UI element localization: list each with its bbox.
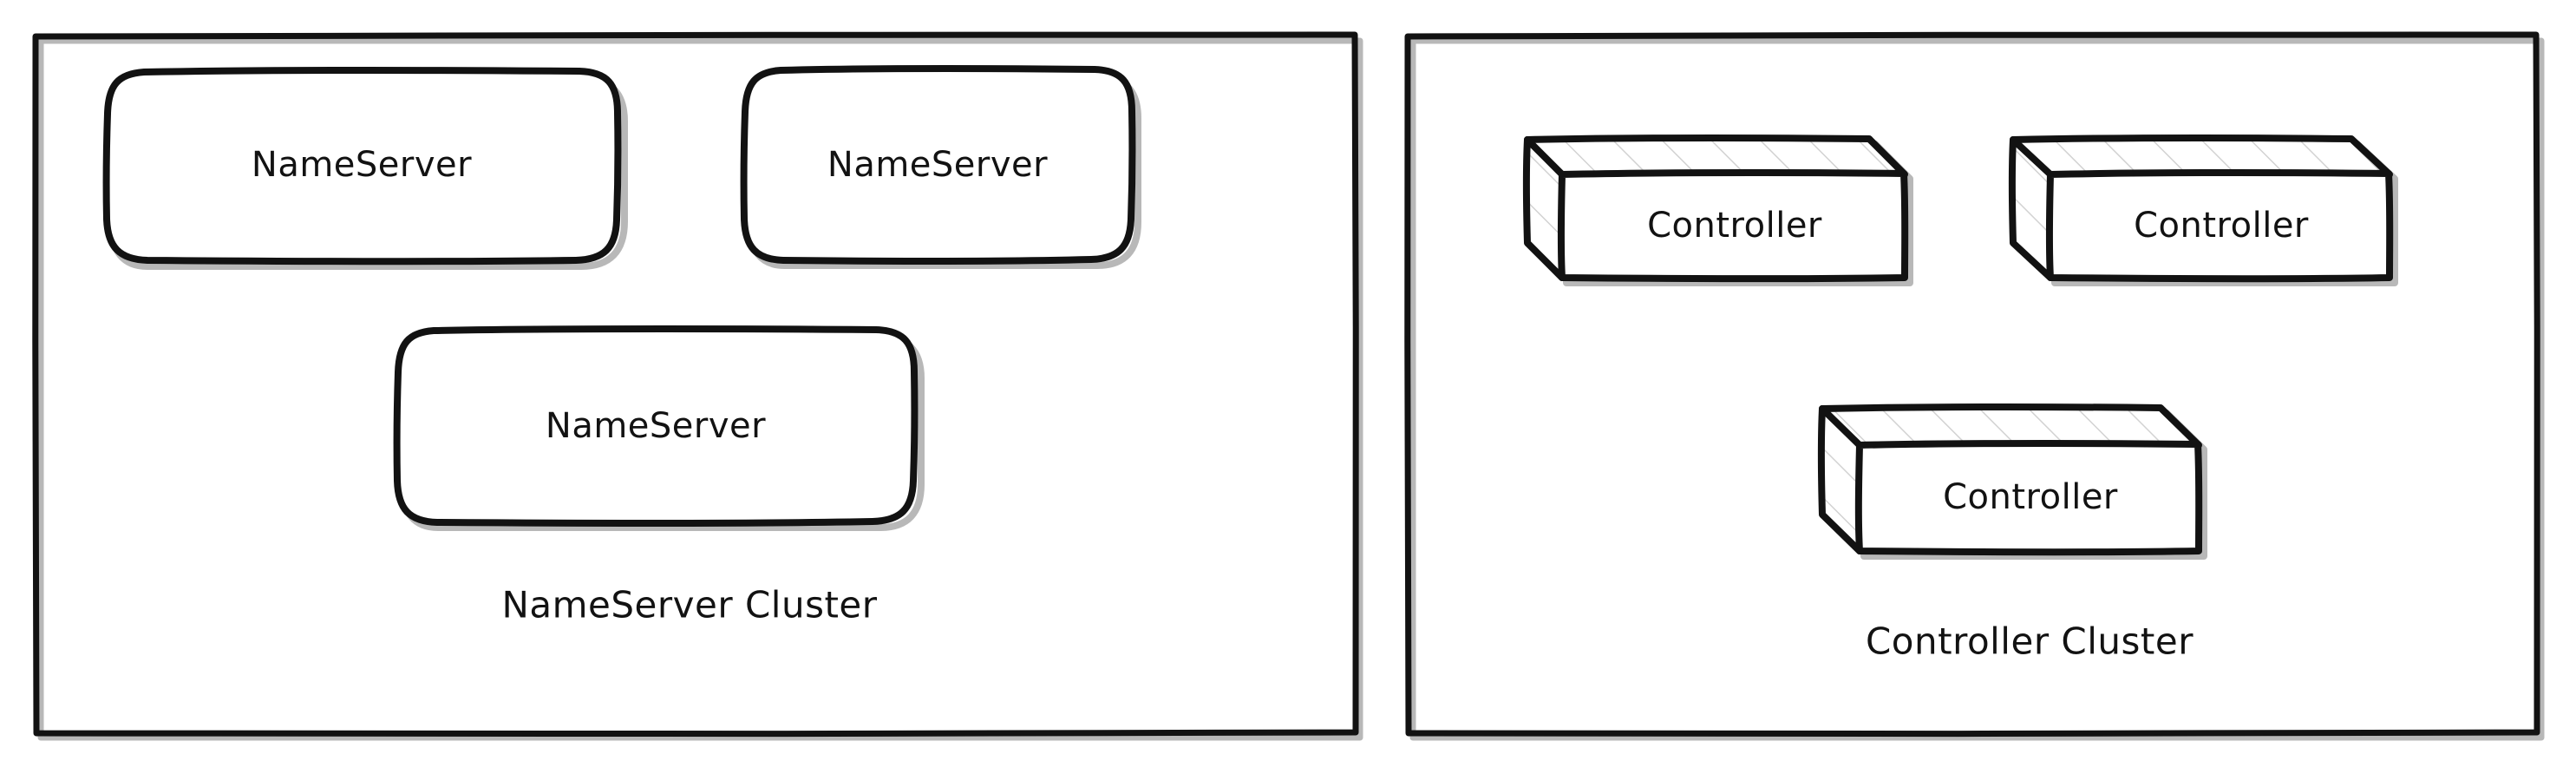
panel-outline — [1404, 31, 2540, 738]
panel-controller-cluster[interactable]: Controller Controller — [1404, 31, 2545, 741]
node-controller-1[interactable]: Controller — [1509, 121, 1925, 312]
node-nameserver-1[interactable]: NameServer — [102, 67, 628, 270]
cuboid-front-face — [1561, 174, 1905, 278]
panel-shadow — [1409, 37, 2545, 741]
cuboid-vertical-edge — [1819, 405, 1863, 449]
cuboid-top-hatch — [1821, 408, 2199, 444]
node-outline — [102, 67, 622, 266]
cuboid-front-outline — [2045, 169, 2394, 283]
cuboid-front-outline — [1854, 440, 2203, 556]
node-label: Controller — [1647, 206, 1822, 246]
cuboid-back-outline — [2010, 134, 2393, 178]
cuboid-front-outline — [1557, 169, 1909, 283]
cuboid-back-outline — [1524, 134, 1908, 178]
cuboid-left-back-edge — [1522, 136, 1566, 281]
node-label: NameServer — [546, 406, 766, 446]
panel-nameserver-cluster[interactable]: NameServer NameServer NameServer NameSer… — [32, 31, 1363, 741]
node-label: NameServer — [252, 145, 472, 185]
cuboid-front-face — [1859, 444, 2199, 551]
panel-outline — [32, 31, 1359, 738]
node-outline — [740, 65, 1136, 265]
panel-label-nameserver-cluster: NameServer Cluster — [501, 584, 877, 626]
node-controller-3[interactable]: Controller — [1804, 390, 2220, 581]
cuboid-vertical-edge — [2010, 136, 2054, 178]
panel-label-controller-cluster: Controller Cluster — [1866, 620, 2194, 663]
panel-shadow — [37, 37, 1363, 741]
cuboid-top-hatch — [1527, 139, 1905, 174]
cuboid-front-face — [2050, 174, 2390, 278]
node-label: Controller — [1943, 477, 2118, 517]
node-label: NameServer — [827, 145, 1048, 185]
node-controller-2[interactable]: Controller — [1995, 121, 2411, 312]
node-outline — [393, 325, 919, 527]
cuboid-left-back-edge — [1817, 405, 1863, 554]
node-label: Controller — [2134, 206, 2309, 246]
node-nameserver-3[interactable]: NameServer — [393, 325, 925, 531]
cuboid-back-outline — [1819, 403, 2202, 449]
cuboid-top-hatch — [2012, 139, 2390, 174]
node-nameserver-2[interactable]: NameServer — [740, 65, 1141, 269]
cuboid-left-back-edge — [2008, 136, 2054, 281]
cuboid-vertical-edge — [1524, 136, 1566, 178]
